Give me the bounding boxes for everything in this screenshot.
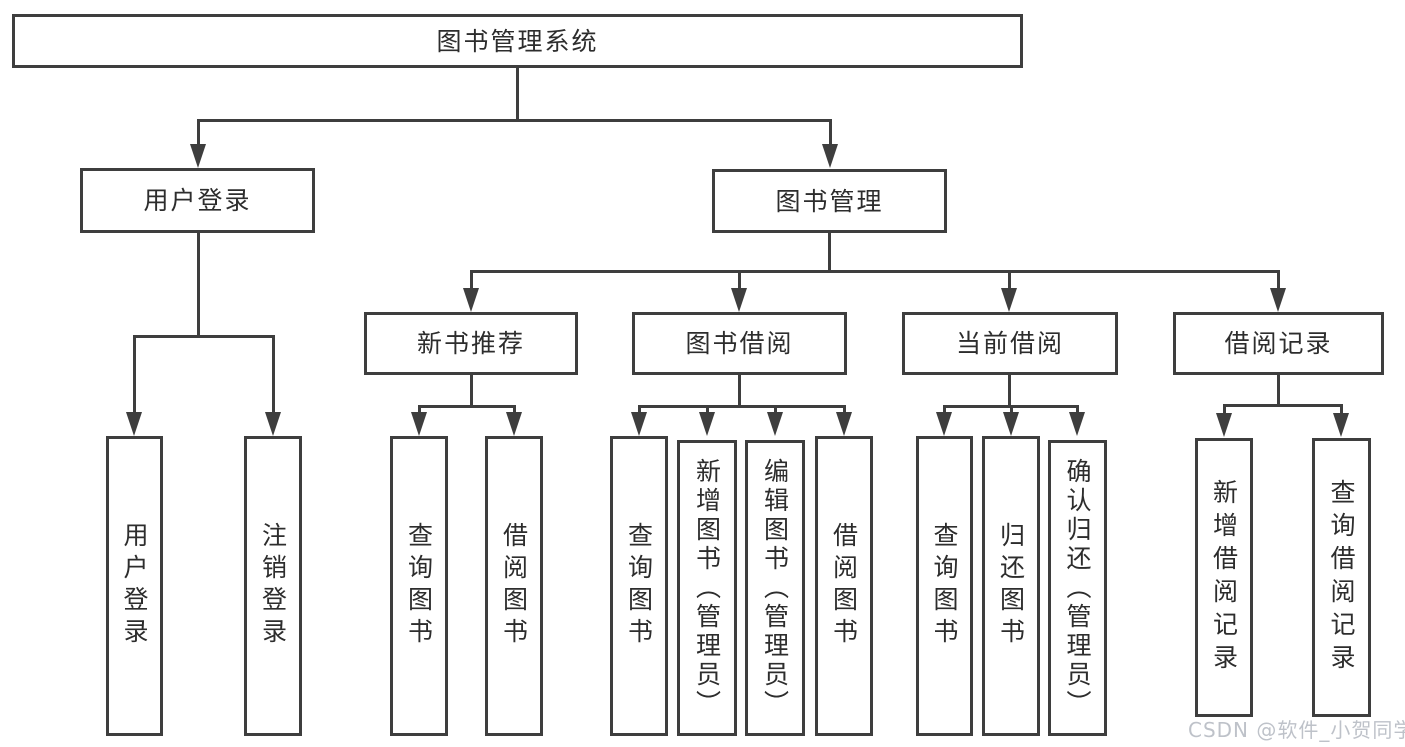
connector-leaf-drop xyxy=(418,405,421,414)
node-label: 图书管理 xyxy=(775,186,884,216)
arrow-to-current-borrow xyxy=(1001,288,1017,312)
leaf-edit-books-admin: 编辑图书（管理员） xyxy=(745,440,805,736)
connector-stem xyxy=(470,375,473,408)
connector-l3-drop xyxy=(470,270,473,288)
connector-leaf-drop xyxy=(843,405,846,414)
connector-stem xyxy=(1277,375,1280,407)
leaf-label: 确认归还（管理员） xyxy=(1063,457,1092,719)
arrow-to-book-management xyxy=(822,144,838,168)
arrow-to-borrow-records xyxy=(1270,288,1286,312)
connector-l3-drop xyxy=(1008,270,1011,288)
connector-leaf-drop xyxy=(133,335,136,413)
connector-user-login-drop xyxy=(197,119,200,147)
arrow-to-leaf xyxy=(411,412,427,436)
leaf-label: 查询图书 xyxy=(930,522,959,650)
node-label: 新书推荐 xyxy=(416,329,525,358)
connector-hbar xyxy=(418,405,516,408)
connector-root-stem xyxy=(516,68,519,122)
connector-user-login-stem xyxy=(197,233,200,338)
node-label: 借阅记录 xyxy=(1224,329,1333,358)
leaf-borrow-books-recommend: 借阅图书 xyxy=(485,436,543,736)
arrow-to-leaf xyxy=(936,412,952,436)
leaf-label: 查询图书 xyxy=(404,522,434,650)
node-label: 当前借阅 xyxy=(955,329,1064,358)
leaf-query-books-borrow: 查询图书 xyxy=(610,436,668,736)
arrow-to-leaf xyxy=(1333,413,1349,437)
arrow-to-leaf xyxy=(506,412,522,436)
connector-leaf-drop xyxy=(1010,405,1013,414)
leaf-label: 借阅图书 xyxy=(829,522,859,650)
node-library-management-system: 图书管理系统 xyxy=(12,14,1023,68)
leaf-user-login: 用户登录 xyxy=(106,436,163,736)
connector-leaf-drop xyxy=(1340,404,1343,414)
leaf-label: 新增借阅记录 xyxy=(1209,478,1239,677)
leaf-add-books-admin: 新增图书（管理员） xyxy=(677,440,737,736)
leaf-label: 归还图书 xyxy=(996,522,1026,650)
arrow-to-leaf xyxy=(836,412,852,436)
leaf-label: 查询借阅记录 xyxy=(1327,478,1356,677)
leaf-borrow-books: 借阅图书 xyxy=(815,436,873,736)
leaf-query-books-current: 查询图书 xyxy=(916,436,973,736)
connector-stem xyxy=(738,375,741,408)
arrow-to-new-book-recommend xyxy=(463,288,479,312)
connector-stem xyxy=(1008,375,1011,408)
arrow-to-leaf-logout xyxy=(265,412,281,436)
leaf-label: 借阅图书 xyxy=(499,522,529,650)
node-new-book-recommend: 新书推荐 xyxy=(364,312,578,375)
leaf-confirm-return-admin: 确认归还（管理员） xyxy=(1048,440,1107,736)
leaf-label: 编辑图书（管理员） xyxy=(760,457,790,719)
node-current-borrow: 当前借阅 xyxy=(902,312,1118,375)
arrow-to-leaf xyxy=(767,412,783,436)
connector-leaf-drop xyxy=(706,405,709,414)
leaf-label: 注销登录 xyxy=(258,522,288,650)
arrow-to-book-borrow xyxy=(731,288,747,312)
leaf-logout: 注销登录 xyxy=(244,436,302,736)
node-borrow-records: 借阅记录 xyxy=(1173,312,1384,375)
connector-leaf-drop xyxy=(774,405,777,414)
node-book-management: 图书管理 xyxy=(712,169,947,233)
arrow-to-leaf xyxy=(1003,412,1019,436)
csdn-watermark: CSDN @软件_小贺同学 xyxy=(1188,718,1405,742)
leaf-query-books-recommend: 查询图书 xyxy=(390,436,448,736)
leaf-add-borrow-record: 新增借阅记录 xyxy=(1195,438,1253,717)
arrow-to-leaf xyxy=(631,412,647,436)
connector-leaf-drop xyxy=(638,405,641,414)
connector-leaf-drop xyxy=(272,335,275,413)
arrow-to-leaf xyxy=(699,412,715,436)
node-label: 用户登录 xyxy=(143,186,252,215)
connector-hbar xyxy=(1223,404,1343,407)
connector-book-mgmt-hbar xyxy=(470,270,1280,273)
connector-book-mgmt-drop xyxy=(829,119,832,147)
node-book-borrow: 图书借阅 xyxy=(632,312,847,375)
node-label: 图书借阅 xyxy=(685,329,794,358)
connector-l3-drop xyxy=(1277,270,1280,288)
arrow-to-user-login xyxy=(190,144,206,168)
leaf-return-books: 归还图书 xyxy=(982,436,1040,736)
connector-leaf-drop xyxy=(1076,405,1079,414)
connector-book-mgmt-stem xyxy=(828,233,831,273)
node-user-login: 用户登录 xyxy=(80,168,315,233)
connector-leaf-drop xyxy=(943,405,946,414)
connector-root-hbar xyxy=(197,119,832,122)
connector-leaf-drop xyxy=(513,405,516,414)
arrow-to-leaf xyxy=(1216,413,1232,437)
node-label: 图书管理系统 xyxy=(436,26,599,56)
leaf-label: 用户登录 xyxy=(120,522,149,650)
connector-user-login-hbar xyxy=(133,335,275,338)
leaf-query-borrow-record: 查询借阅记录 xyxy=(1312,438,1371,717)
leaf-label: 查询图书 xyxy=(624,522,654,650)
connector-hbar xyxy=(638,405,846,408)
arrow-to-leaf-user-login xyxy=(126,412,142,436)
leaf-label: 新增图书（管理员） xyxy=(692,457,722,719)
arrow-to-leaf xyxy=(1069,412,1085,436)
connector-l3-drop xyxy=(738,270,741,288)
connector-leaf-drop xyxy=(1223,404,1226,414)
